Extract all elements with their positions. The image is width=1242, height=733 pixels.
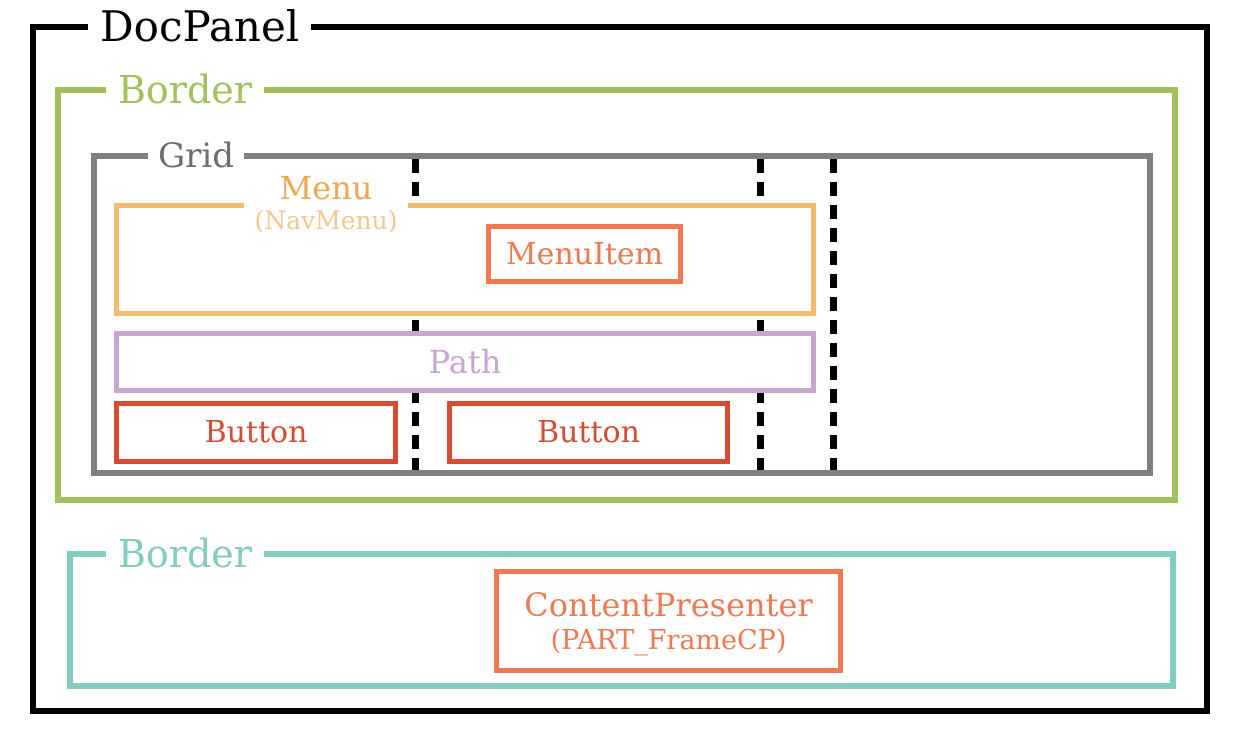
grid-box: Grid Menu (NavMenu) MenuItem Path bbox=[91, 135, 1153, 476]
menu-label-group: Menu (NavMenu) bbox=[244, 170, 408, 236]
outer-border-box: Border Grid Menu (NavMenu) MenuItem P bbox=[55, 67, 1178, 503]
menu-name-label: (NavMenu) bbox=[254, 206, 398, 235]
content-presenter-name-label: (PART_FrameCP) bbox=[550, 625, 787, 656]
content-presenter-label: ContentPresenter bbox=[524, 586, 813, 624]
grid-column-separator bbox=[830, 159, 837, 470]
button-label: Button bbox=[537, 415, 640, 450]
button-label: Button bbox=[204, 415, 308, 450]
docpanel-box: DocPanel Border Grid Menu (NavMenu) Menu… bbox=[30, 2, 1210, 714]
button-box: Button bbox=[114, 401, 398, 464]
grid-label: Grid bbox=[148, 135, 245, 177]
menuitem-label: MenuItem bbox=[505, 236, 664, 272]
docpanel-label: DocPanel bbox=[88, 2, 312, 52]
inner-border-box: Border ContentPresenter (PART_FrameCP) bbox=[67, 531, 1176, 689]
menu-label: Menu bbox=[279, 169, 373, 207]
outer-border-label: Border bbox=[106, 67, 264, 113]
button-box: Button bbox=[447, 401, 730, 464]
content-presenter-box: ContentPresenter (PART_FrameCP) bbox=[494, 569, 843, 673]
menuitem-box: MenuItem bbox=[486, 224, 683, 284]
menu-box: Menu (NavMenu) MenuItem bbox=[114, 170, 816, 316]
path-label: Path bbox=[428, 343, 502, 381]
path-box: Path bbox=[114, 331, 816, 393]
inner-border-label: Border bbox=[106, 531, 264, 577]
